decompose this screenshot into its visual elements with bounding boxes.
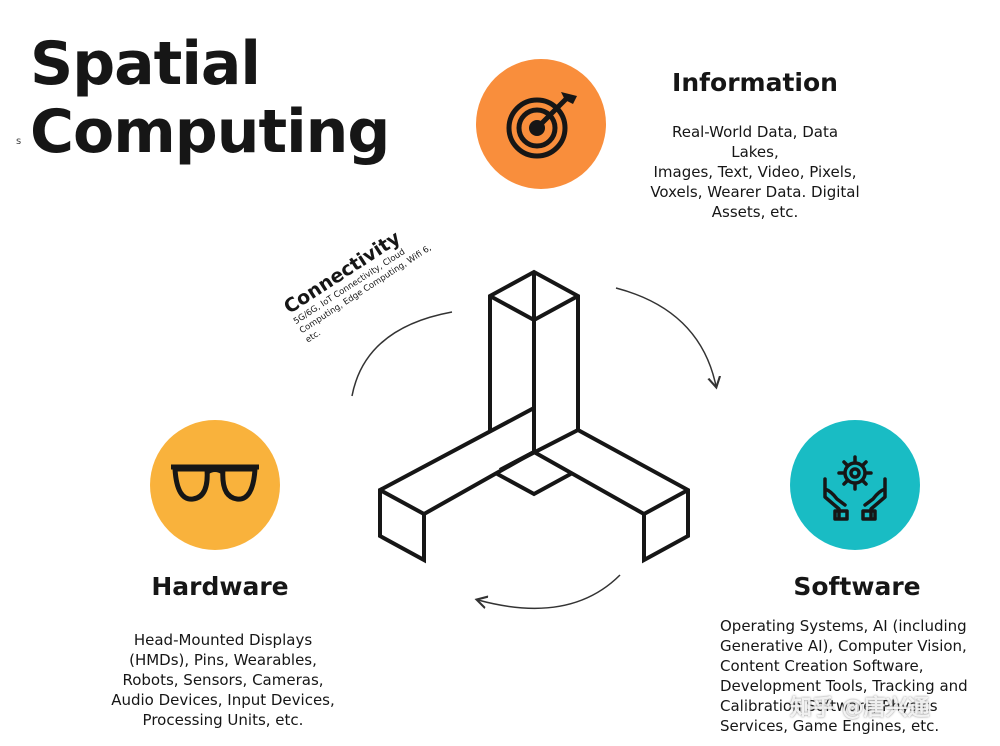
software-circle (790, 420, 920, 550)
software-line: Development Tools, Tracking and (720, 677, 968, 695)
software-line: Calibration Software, Physics (720, 697, 938, 715)
stray-letter: s (16, 136, 22, 147)
information-line: Images, Text, Video, Pixels, (653, 163, 857, 181)
hardware-line: Processing Units, etc. (142, 711, 304, 729)
hardware-line: Robots, Sensors, Cameras, (122, 671, 324, 689)
information-heading: Information (672, 68, 838, 97)
gear-hands-icon (823, 455, 887, 521)
hardware-line: Audio Devices, Input Devices, (111, 691, 335, 709)
software-line: Operating Systems, AI (including (720, 617, 967, 635)
information-circle (476, 59, 606, 189)
glasses-icon (171, 464, 259, 502)
arrow-software-to-hardware (478, 574, 621, 610)
arrow-info-to-software (615, 287, 716, 386)
software-heading: Software (793, 572, 921, 601)
information-line: Voxels, Wearer Data. Digital (650, 183, 860, 201)
software-line: Content Creation Software, (720, 657, 924, 675)
information-line: Real-World Data, Data Lakes, (671, 123, 839, 161)
page-title: Spatial Computing (30, 29, 390, 167)
tribar-shape (378, 269, 690, 564)
watermark: 知乎 @唐兴通 (790, 696, 930, 721)
hardware-circle (150, 420, 280, 550)
software-line: Services, Game Engines, etc. (720, 717, 940, 735)
hardware-description: Head-Mounted Displays (HMDs), Pins, Wear… (100, 630, 346, 730)
target-icon (506, 92, 577, 159)
arrow-hardware-to-info (351, 311, 453, 397)
title-line-2: Computing (30, 97, 390, 167)
hardware-line: Head-Mounted Displays (133, 631, 313, 649)
hardware-heading: Hardware (151, 572, 289, 601)
software-description: Operating Systems, AI (including Generat… (720, 616, 998, 736)
hardware-line: (HMDs), Pins, Wearables, (129, 651, 317, 669)
title-line-1: Spatial (30, 29, 261, 99)
software-line: Generative AI), Computer Vision, (720, 637, 967, 655)
tribar-left-arm (378, 404, 536, 564)
information-line: Assets, etc. (711, 203, 799, 221)
tribar-right-arm (499, 427, 690, 564)
information-description: Real-World Data, Data Lakes, Images, Tex… (650, 122, 860, 222)
